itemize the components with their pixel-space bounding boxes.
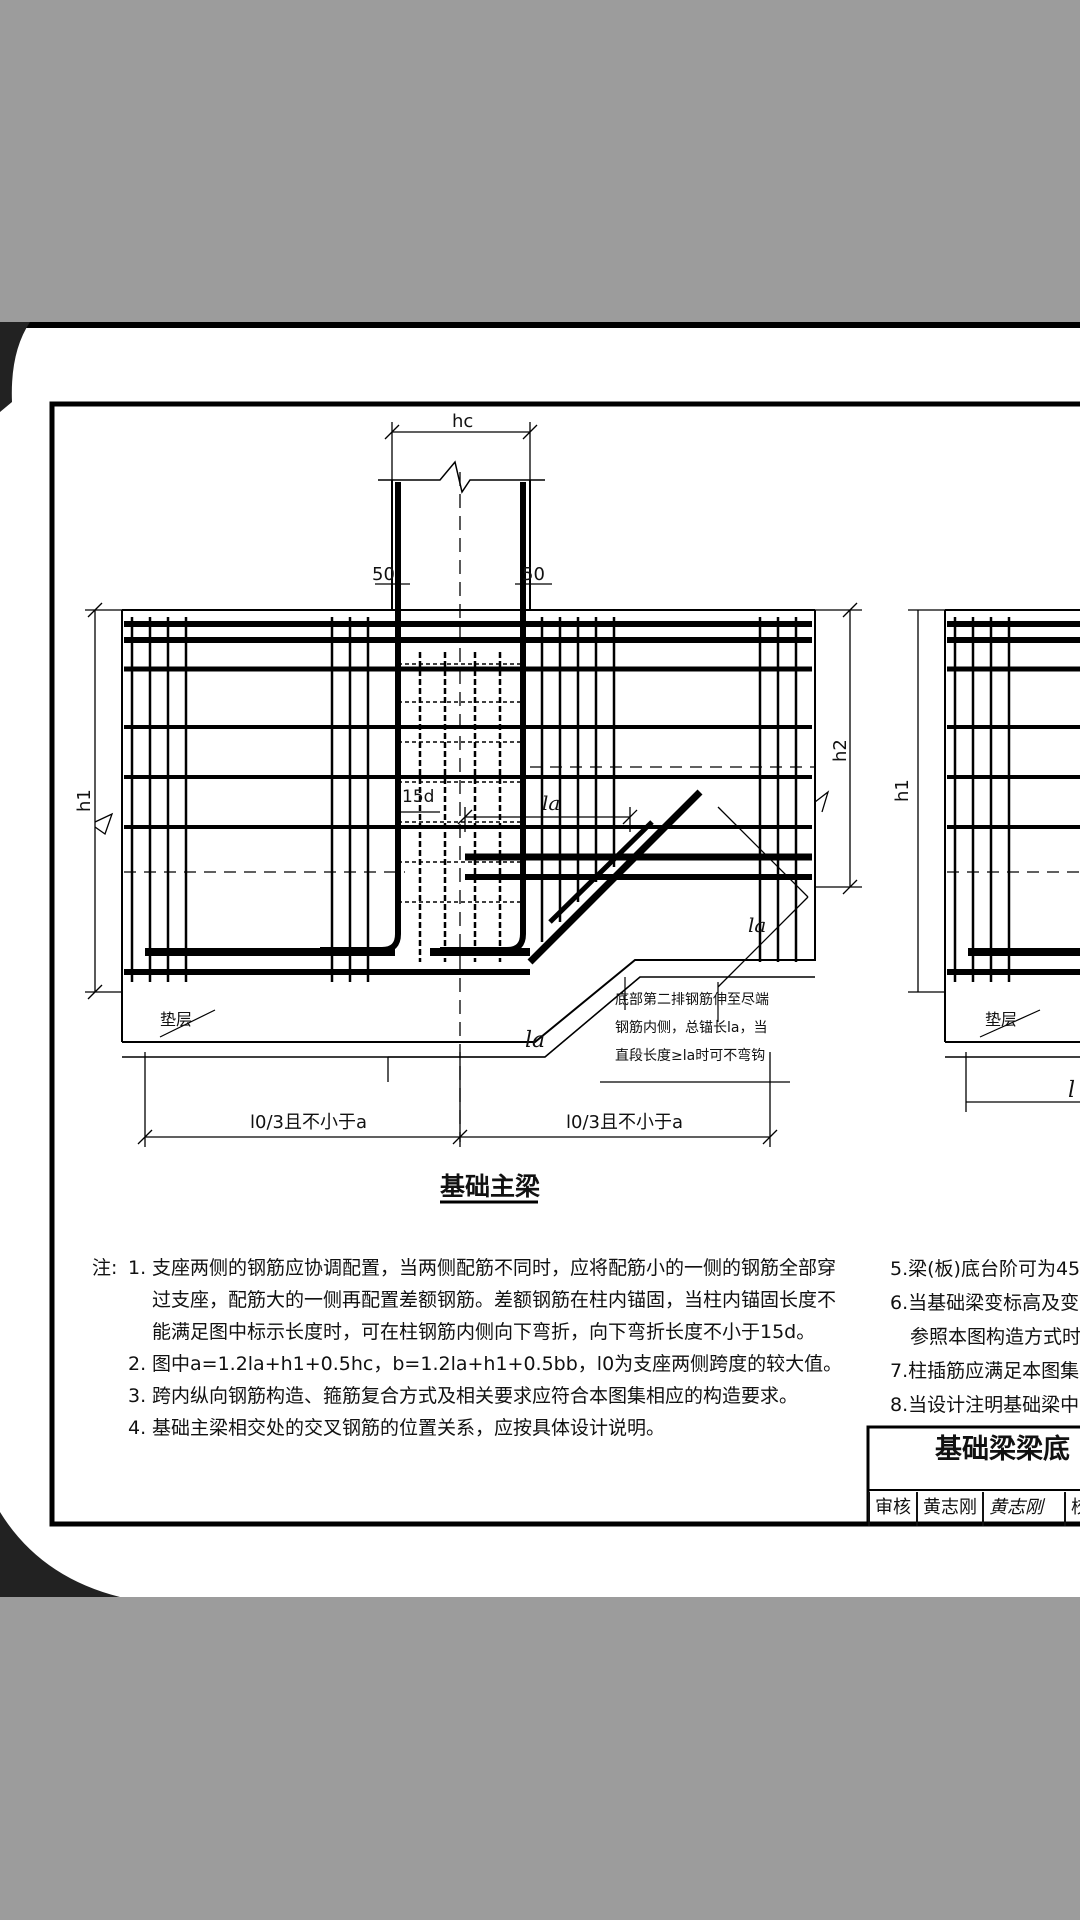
note-item-2: 2. 图中a=1.2la+h1+0.5hc，b=1.2la+h1+0.5bb，l…: [92, 1348, 852, 1380]
note-text: 支座两侧的钢筋应协调配置，当两侧配筋不同时，应将配筋小的一侧的钢筋全部穿过支座，…: [152, 1257, 837, 1343]
label-h1: h1: [74, 789, 95, 812]
dim-l0: [137, 1052, 778, 1147]
dim-h1: [85, 602, 122, 1000]
callout-line-2: 钢筋内侧，总锚长la，当: [615, 1019, 767, 1036]
label-la-bottom: la: [525, 1028, 545, 1053]
dim-15d: [397, 811, 440, 867]
sloped-bar-2: [548, 820, 654, 924]
foundation-main-beam-right-partial: [908, 609, 1080, 1112]
label-hc: hc: [452, 411, 473, 432]
titleblock-cell: 校: [1064, 1492, 1080, 1526]
column-break-line: [378, 460, 545, 494]
note-right-6-cont: 参照本图构造方式时: [910, 1326, 1080, 1348]
callout-leader: [600, 977, 790, 1083]
note-item-1: 注: 1. 支座两侧的钢筋应协调配置，当两侧配筋不同时，应将配筋小的一侧的钢筋全…: [92, 1252, 852, 1348]
label-h2: h2: [830, 739, 851, 762]
border-frame: [49, 401, 1080, 1527]
label-cushion: 垫层: [160, 1010, 192, 1029]
label-la-top: la: [542, 791, 560, 815]
note-right-5: 5.梁(板)底台阶可为45: [890, 1258, 1080, 1280]
foundation-main-beam: [85, 422, 862, 1204]
note-item-3: 3. 跨内纵向钢筋构造、箍筋复合方式及相关要求应符合本图集相应的构造要求。: [92, 1380, 852, 1412]
dim-la-top: [457, 807, 638, 832]
binding-shadow-top: [0, 322, 30, 412]
label-h1-right: h1: [892, 779, 913, 802]
notes-prefix: 注:: [92, 1257, 118, 1279]
callout-line-3: 直段长度≥la时可不弯钩: [615, 1047, 765, 1064]
note-text: 跨内纵向钢筋构造、箍筋复合方式及相关要求应符合本图集相应的构造要求。: [152, 1385, 799, 1407]
signature: 黄志刚: [982, 1492, 1064, 1526]
dim-h2: [814, 602, 862, 895]
sloped-bar-1: [527, 789, 703, 965]
titleblock-cell: 黄志刚: [916, 1492, 982, 1526]
sheet-top-edge: [0, 322, 1080, 328]
note-number: 1.: [128, 1257, 147, 1279]
note-right-6: 6.当基础梁变标高及变: [890, 1292, 1080, 1314]
note-text: 图中a=1.2la+h1+0.5hc，b=1.2la+h1+0.5bb，l0为支…: [152, 1353, 843, 1375]
label-15d: 15d: [402, 787, 434, 807]
label-l0-left: l0/3且不小于a: [250, 1112, 367, 1133]
label-cushion-right: 垫层: [985, 1010, 1017, 1029]
titleblock-title: 基础梁梁底: [935, 1434, 1070, 1465]
label-l-right: l: [1068, 1078, 1075, 1103]
note-number: 3.: [128, 1385, 147, 1407]
cushion-leader: [159, 1009, 216, 1038]
notes-block: 注: 1. 支座两侧的钢筋应协调配置，当两侧配筋不同时，应将配筋小的一侧的钢筋全…: [92, 1252, 852, 1444]
stirrups: [130, 617, 798, 982]
label-l0-right: l0/3且不小于a: [566, 1112, 683, 1133]
beam-outline: [121, 609, 816, 1043]
dim-hc: [384, 422, 538, 482]
titleblock-row: 审核 黄志刚 黄志刚 校: [868, 1492, 1080, 1526]
titleblock-cell: 审核: [868, 1492, 916, 1526]
note-right-8: 8.当设计注明基础梁中: [890, 1394, 1080, 1416]
note-number: 2.: [128, 1353, 147, 1375]
column-bar-right: [440, 482, 526, 953]
label-50-right: 50: [522, 564, 545, 585]
dim-la-slope: [717, 806, 809, 988]
note-right-7: 7.柱插筋应满足本图集: [890, 1360, 1080, 1382]
column-bar-left: [320, 482, 401, 953]
cushion-line: [122, 976, 815, 1058]
note-item-4: 4. 基础主梁相交处的交叉钢筋的位置关系，应按具体设计说明。: [92, 1412, 852, 1444]
notes-right-block: 5.梁(板)底台阶可为45 6.当基础梁变标高及变 参照本图构造方式时 7.柱插…: [890, 1252, 1080, 1422]
note-text: 基础主梁相交处的交叉钢筋的位置关系，应按具体设计说明。: [152, 1417, 666, 1439]
label-la-slope: la: [748, 913, 766, 937]
binding-shadow-bottom: [0, 1512, 120, 1597]
dim-la-bottom: [387, 976, 641, 1082]
beam-section-drawing: hc 50 50 h1 h2 15d la la la 垫层 垫层 h1 l 底…: [0, 322, 1080, 1597]
callout-line-1: 底部第二排钢筋伸至尽端: [615, 991, 769, 1008]
label-50-left: 50: [372, 564, 395, 585]
column-outline: [391, 480, 531, 610]
drawing-sheet: hc 50 50 h1 h2 15d la la la 垫层 垫层 h1 l 底…: [0, 322, 1080, 1597]
note-number: 4.: [128, 1417, 147, 1439]
diagram-title: 基础主梁: [440, 1172, 540, 1201]
